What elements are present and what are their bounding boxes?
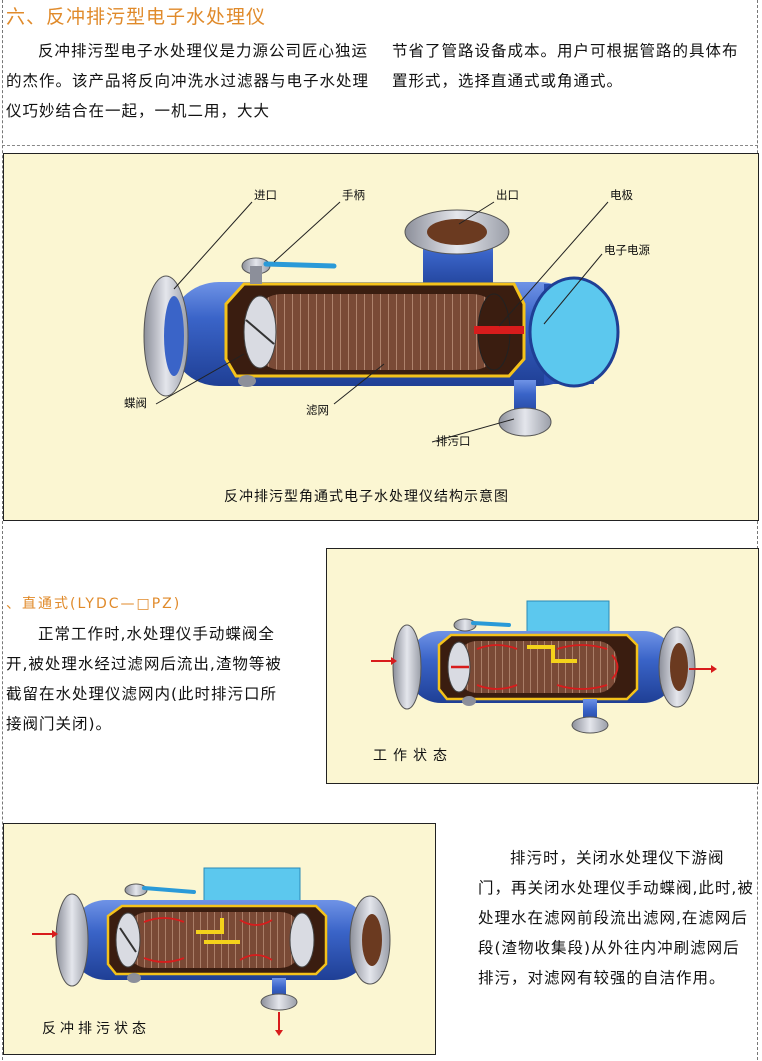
label-filter: 滤网 <box>306 403 329 417</box>
page-title: 六、反冲排污型电子水处理仪 <box>6 6 267 28</box>
flow-arrows <box>143 917 273 963</box>
electrode-bar <box>527 645 577 663</box>
working-state-panel: 工作状态 <box>326 548 759 784</box>
power-box <box>203 867 301 905</box>
backflush-state-diagram <box>32 867 391 1036</box>
drain-flange <box>498 407 552 437</box>
label-electrode: 电极 <box>610 188 633 202</box>
backflush-state-panel: 反冲排污状态 <box>3 823 436 1055</box>
label-valve: 蝶阀 <box>124 396 147 410</box>
outlet-opening <box>427 219 487 245</box>
label-drain: 排污口 <box>436 434 471 448</box>
inlet-flange <box>55 893 89 987</box>
working-state-caption: 工作状态 <box>373 748 453 764</box>
divider-top <box>2 145 758 146</box>
structure-diagram-caption: 反冲排污型角通式电子水处理仪结构示意图 <box>224 489 509 505</box>
filter-screen <box>457 641 617 693</box>
backflush-text: 排污时，关闭水处理仪下游阀门，再关闭水处理仪手动蝶阀,此时,被处理水在滤网前段流… <box>478 849 754 987</box>
label-handle: 手柄 <box>342 188 365 202</box>
electrode <box>474 326 524 334</box>
electrode-bar <box>196 918 224 934</box>
handle-lever <box>263 261 337 269</box>
structure-diagram <box>143 201 620 443</box>
flow-arrows <box>476 644 619 690</box>
label-power: 电子电源 <box>604 243 650 257</box>
structure-diagram-panel: 进口 手柄 出口 电极 电子电源 蝶阀 滤网 排污口 反冲排污型角通式电子水处理… <box>3 153 759 521</box>
filter-screen <box>252 294 502 370</box>
inlet-pipe-end <box>164 296 184 376</box>
intro-right-text: 节省了管路设备成本。用户可根据管路的具体布置形式，选择直通式或角通式。 <box>392 42 739 90</box>
straight-type-subtitle: 、直通式(LYDC—□PZ) <box>6 596 182 612</box>
electronic-power-source <box>528 276 620 388</box>
straight-type-text: 正常工作时,水处理仪手动蝶阀全开,被处理水经过滤网后流出,渣物等被截留在水处理仪… <box>6 625 282 733</box>
inlet-flange <box>392 624 422 710</box>
handle-lever <box>471 621 511 627</box>
working-state-diagram <box>371 600 717 734</box>
label-inlet: 进口 <box>254 188 277 202</box>
label-outlet: 出口 <box>496 188 519 202</box>
handle-lever <box>142 886 196 894</box>
backflush-state-caption: 反冲排污状态 <box>42 1021 150 1037</box>
intro-left-text: 反冲排污型电子水处理仪是力源公司匠心独运的杰作。该产品将反向冲洗水过滤器与电子水… <box>6 42 370 120</box>
